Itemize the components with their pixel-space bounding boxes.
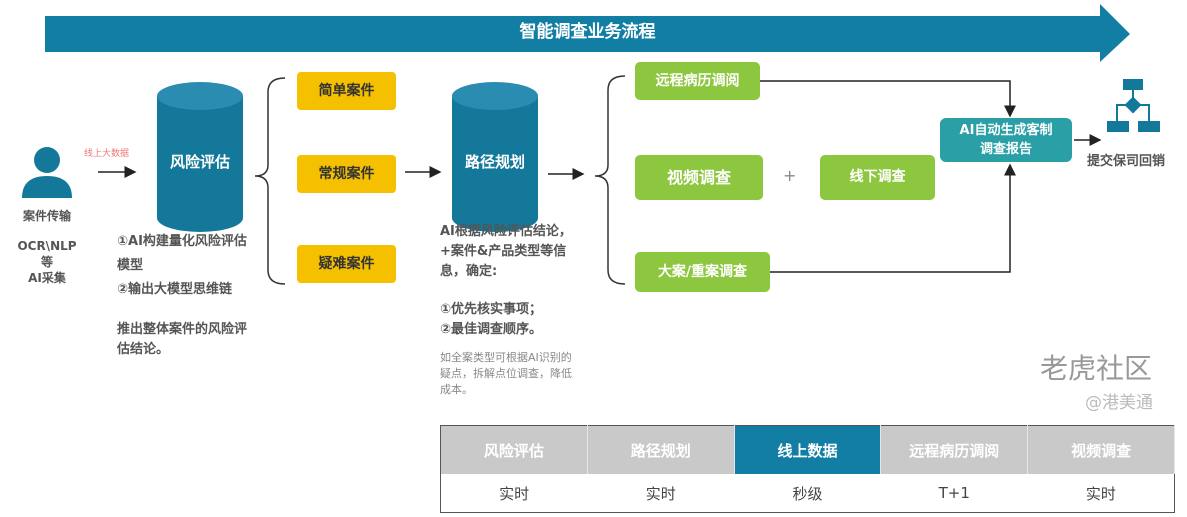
input-labels: 案件传输 OCR\NLP等 AI采集 xyxy=(15,208,79,286)
table-header: 路径规划 xyxy=(587,425,735,474)
text-line: 推出整体案件的风险评 xyxy=(117,322,248,337)
case-simple: 简单案件 xyxy=(297,72,396,110)
table-header: 远程病历调阅 xyxy=(880,425,1029,474)
major-case-box: 大案/重案调查 xyxy=(635,252,770,292)
banner-arrow xyxy=(45,4,1130,62)
report-line: 调查报告 xyxy=(979,142,1032,157)
table-header: 视频调查 xyxy=(1027,425,1175,474)
remote-records-box: 远程病历调阅 xyxy=(635,62,760,100)
input-label: AI采集 xyxy=(28,271,66,285)
video-investigation-box: 视频调查 xyxy=(635,155,763,200)
page-title: 智能调查业务流程 xyxy=(519,22,656,42)
submit-label: 提交保司回销 xyxy=(1087,154,1166,169)
case-difficult: 疑难案件 xyxy=(297,245,396,283)
table-cell: 秒级 xyxy=(792,484,823,503)
text-line: +案件&产品类型等信 xyxy=(440,244,567,259)
report-box: AI自动生成客制 调查报告 xyxy=(940,118,1072,162)
plus-sign: + xyxy=(783,166,797,185)
text-line: 息，确定: xyxy=(440,264,498,279)
brace-1 xyxy=(254,77,286,285)
stage1-description: ①AI构建量化风险评估 模型 ②输出大模型思维链 推出整体案件的风险评 估结论。 xyxy=(117,230,247,360)
input-label: 案件传输 xyxy=(22,209,71,223)
cylinder-risk xyxy=(157,82,243,232)
text-line: 如全案类型可根据AI识别的 xyxy=(440,351,572,364)
watermark-sub: @港美通 xyxy=(1085,393,1153,413)
cylinder-path xyxy=(452,82,538,232)
table-header-row: 风险评估 路径规划 线上数据 远程病历调阅 视频调查 xyxy=(440,425,1175,474)
table-cell: T+1 xyxy=(938,484,970,502)
stage2-description: AI根据风险评估结论， +案件&产品类型等信 息，确定: ①优先核实事项； ②最… xyxy=(440,222,572,398)
flowchart-icon xyxy=(1107,79,1160,132)
text-line: ①优先核实事项； xyxy=(440,302,543,317)
text-line: ①AI构建量化风险评估 xyxy=(117,234,247,249)
text-line: 成本。 xyxy=(440,383,473,396)
table-header: 风险评估 xyxy=(440,425,588,474)
cylinder-label: 风险评估 xyxy=(169,153,230,171)
timing-table: 风险评估 路径规划 线上数据 远程病历调阅 视频调查 实时 实时 秒级 T+1 … xyxy=(440,425,1175,513)
arrow-note: 线上大数据 xyxy=(84,149,130,159)
table-row: 实时 实时 秒级 T+1 实时 xyxy=(441,474,1175,513)
input-label: OCR\NLP等 xyxy=(17,239,77,269)
case-regular: 常规案件 xyxy=(297,155,396,193)
brace-2 xyxy=(594,75,626,285)
person-icon xyxy=(22,147,72,198)
watermark-main: 老虎社区 xyxy=(1040,352,1153,385)
text-line: 模型 xyxy=(117,258,144,273)
table-cell: 实时 xyxy=(499,484,530,503)
cylinder-label: 路径规划 xyxy=(464,153,525,171)
text-line: 估结论。 xyxy=(117,342,170,357)
text-line: AI根据风险评估结论， xyxy=(440,224,572,239)
table-cell: 实时 xyxy=(1085,484,1116,503)
table-cell: 实时 xyxy=(645,484,676,503)
report-line: AI自动生成客制 xyxy=(959,123,1053,138)
text-line: ②最佳调查顺序。 xyxy=(440,322,543,337)
table-header: 线上数据 xyxy=(734,425,882,474)
text-line: 疑点，拆解点位调查，降低 xyxy=(440,367,572,380)
offline-investigation-box: 线下调查 xyxy=(820,155,935,200)
text-line: ②输出大模型思维链 xyxy=(117,282,233,297)
